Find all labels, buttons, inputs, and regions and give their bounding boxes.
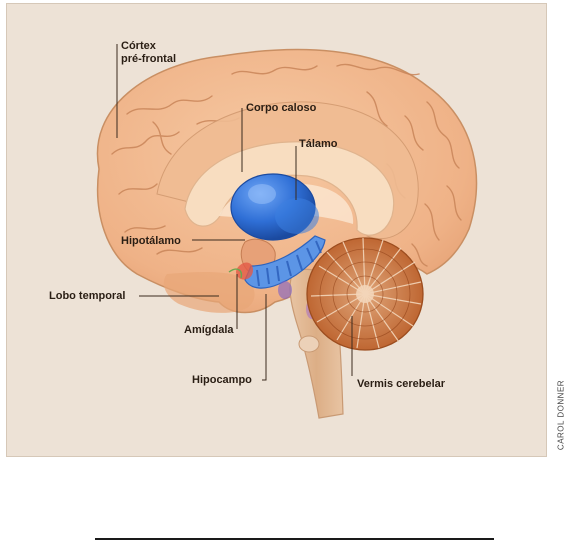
label-lobo-temporal: Lobo temporal — [49, 290, 125, 303]
brain-illustration — [7, 4, 548, 458]
label-talamo: Tálamo — [299, 138, 338, 151]
brain-figure: Córtex pré-frontal Corpo caloso Tálamo H… — [6, 3, 547, 457]
divider-line — [95, 538, 494, 540]
label-vermis-cerebelar: Vermis cerebelar — [357, 378, 445, 391]
label-cortex-prefrontal-2: pré-frontal — [121, 53, 176, 66]
label-corpo-caloso: Corpo caloso — [246, 102, 316, 115]
cerebellum — [307, 238, 423, 350]
credit-text: CAROL DONNER — [557, 380, 566, 450]
label-cortex-prefrontal-1: Córtex — [121, 40, 156, 53]
illustrator-credit: CAROL DONNER — [554, 372, 568, 458]
label-amigdala: Amígdala — [184, 324, 234, 337]
label-hipocampo: Hipocampo — [192, 374, 252, 387]
label-hipotalamo: Hipotálamo — [121, 235, 181, 248]
